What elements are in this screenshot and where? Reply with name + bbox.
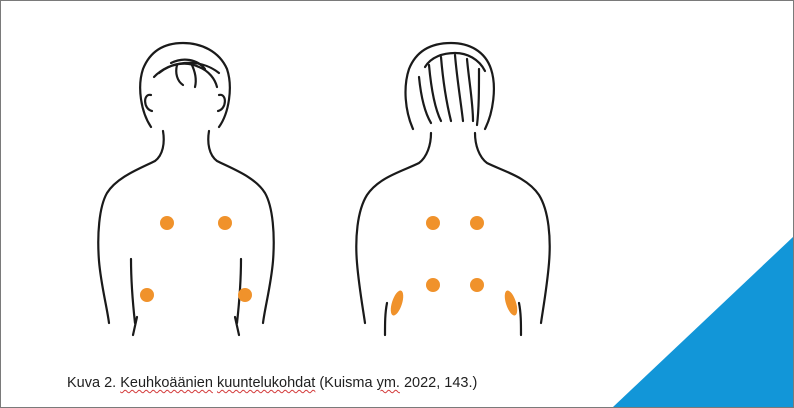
- caption-word-ym: ym.: [377, 375, 400, 391]
- back-point-upper-right: [470, 216, 484, 230]
- front-point-upper-right: [218, 216, 232, 230]
- caption-suffix: 2022, 143.): [400, 375, 477, 391]
- caption-middle: (Kuisma: [315, 375, 376, 391]
- front-point-upper-left: [160, 216, 174, 230]
- back-listening-points: [388, 216, 520, 317]
- back-point-upper-left: [426, 216, 440, 230]
- triangle-accent-shape: [613, 237, 793, 407]
- back-point-middle-left: [426, 278, 440, 292]
- back-point-side-left: [388, 289, 406, 317]
- torso-illustration: [59, 17, 593, 365]
- front-listening-points: [140, 216, 252, 302]
- back-torso-icon: [356, 43, 549, 335]
- caption-word-keuhkoaanien: Keuhkoäänien: [120, 375, 213, 391]
- auscultation-figure: [59, 17, 593, 365]
- front-point-lower-left: [140, 288, 154, 302]
- front-point-lower-right: [238, 288, 252, 302]
- figure-caption: Kuva 2. Keuhkoäänien kuuntelukohdat (Kui…: [67, 375, 477, 391]
- caption-word-kuuntelukohdat: kuuntelukohdat: [217, 375, 315, 391]
- back-point-middle-right: [470, 278, 484, 292]
- back-point-side-right: [502, 289, 520, 317]
- caption-prefix: Kuva 2.: [67, 375, 120, 391]
